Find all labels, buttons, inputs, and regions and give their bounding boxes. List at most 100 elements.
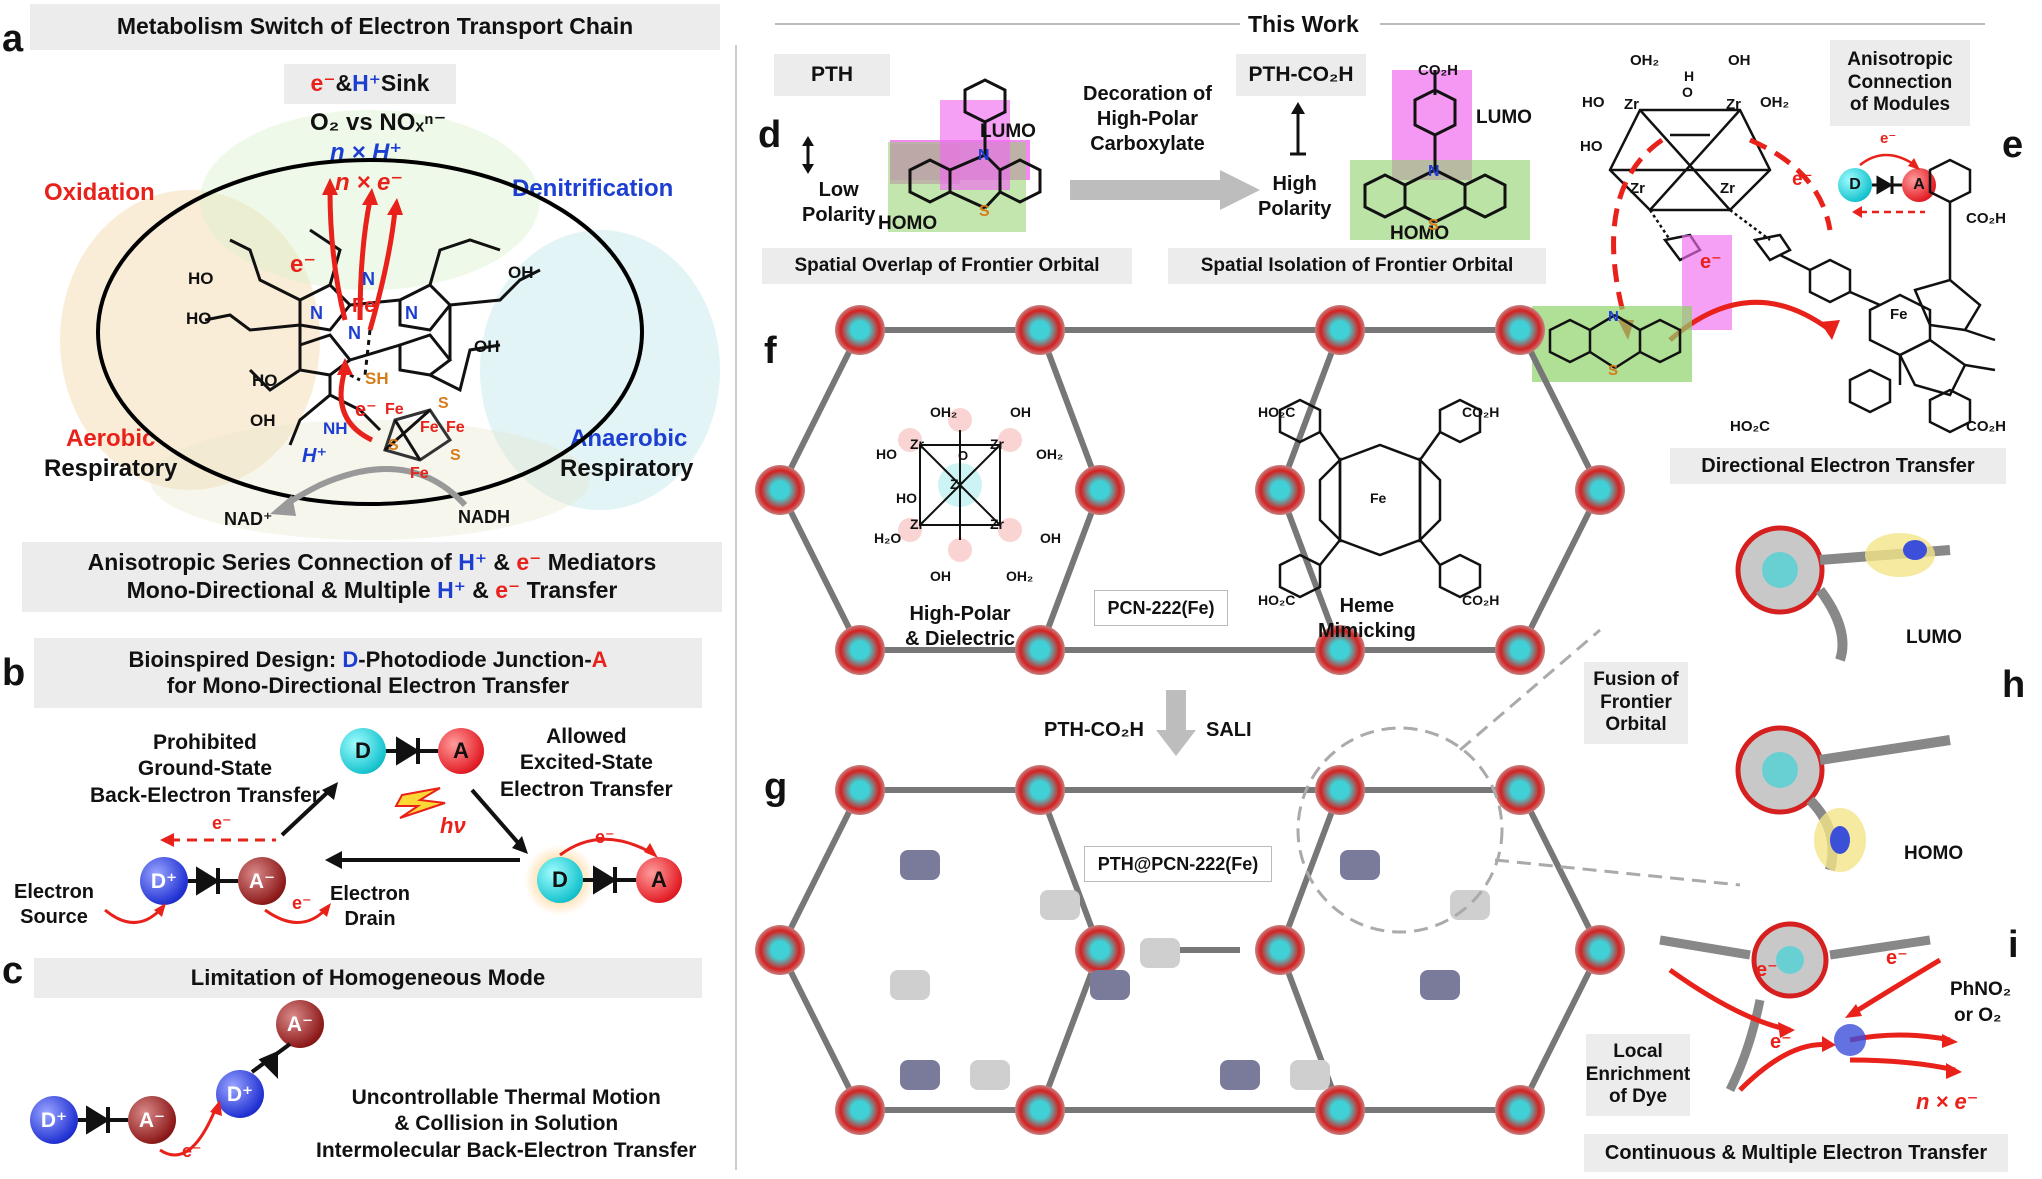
e-co2h-1: CO₂H xyxy=(1966,210,2006,227)
f-ho2c-1: HO₂C xyxy=(1258,404,1296,420)
cluster-s-1: S xyxy=(438,395,449,412)
high-polar-dielectric: High-Polar& Dielectric xyxy=(905,603,1016,650)
oh-3: OH xyxy=(250,411,276,430)
panel-label-g: g xyxy=(764,766,788,808)
b-right-donor: D xyxy=(537,857,583,903)
lightning-icon xyxy=(394,787,446,819)
oh-2: OH xyxy=(474,337,500,356)
c-donor-plus: D⁺ xyxy=(30,1096,78,1144)
f-ho-1: HO xyxy=(876,446,897,462)
e-oh2-1: OH₂ xyxy=(1630,52,1660,69)
aerobic-label: Aerobic xyxy=(66,425,156,452)
f-oh2-2: OH₂ xyxy=(1036,446,1064,462)
e-e-2: e⁻ xyxy=(1700,251,1722,273)
panel-b-arrows xyxy=(104,736,658,924)
b-back-e-label: e⁻ xyxy=(212,813,232,833)
d-n-1: N xyxy=(978,147,990,164)
b-source-e-label: e⁻ xyxy=(292,893,312,913)
directional-box: Directional Electron Transfer xyxy=(1670,448,2006,484)
cluster-s-2: S xyxy=(388,437,399,454)
panel-label-h: h xyxy=(2002,664,2026,706)
panel-label-b: b xyxy=(2,652,26,694)
e-ho2c: HO₂C xyxy=(1730,418,1770,435)
d-homo-1: HOMO xyxy=(878,213,938,234)
n-atom-2: N xyxy=(310,303,323,323)
sali-pth-co2h: PTH-CO₂H xyxy=(1044,719,1144,741)
sali-label: SALI xyxy=(1206,719,1252,741)
e-oh2-2: OH₂ xyxy=(1760,94,1790,111)
f-h2o: H₂O xyxy=(874,530,902,546)
e-zr-3: Zr xyxy=(1630,180,1645,197)
e-donor: D xyxy=(1838,168,1872,202)
zoom-indicator xyxy=(1296,628,1741,934)
anaerobic-label: Anaerobic xyxy=(570,425,688,452)
e-zr-4: Zr xyxy=(1720,180,1735,197)
d-lumo-1: LUMO xyxy=(980,121,1036,142)
i-phno2: PhNO₂ xyxy=(1950,979,2012,1000)
f-zr-1: Zr xyxy=(910,436,924,452)
f-ho2c-2: HO₂C xyxy=(1258,592,1296,608)
i-n-e: n × e⁻ xyxy=(1916,1089,1979,1114)
e-e-1: e⁻ xyxy=(1792,169,1813,190)
i-e-2: e⁻ xyxy=(1886,947,1908,969)
pth-box: PTH xyxy=(774,54,890,96)
h-homo: HOMO xyxy=(1904,843,1964,864)
n-e-minus: n × e⁻ xyxy=(335,169,404,196)
f-zr-5: Zr xyxy=(990,516,1004,532)
e-legend-e: e⁻ xyxy=(1880,130,1897,147)
panel-label-d: d xyxy=(758,114,782,156)
panel-c-lines xyxy=(78,1042,292,1157)
b-left-acceptor-minus: A⁻ xyxy=(238,857,286,905)
panel-b-title: Bioinspired Design: D-Photodiode Junctio… xyxy=(34,638,702,708)
panel-label-a: a xyxy=(2,18,24,60)
e-fe: Fe xyxy=(1890,306,1908,323)
oxidation-label: Oxidation xyxy=(44,179,155,206)
b-top-donor: D xyxy=(340,728,386,774)
i-electron-flow xyxy=(1659,921,1962,1093)
sink-box: e⁻ & H⁺ Sink xyxy=(284,64,456,104)
isolation-box: Spatial Isolation of Frontier Orbital xyxy=(1168,248,1546,284)
pth-pcn-box: PTH@PCN-222(Fe) xyxy=(1084,846,1272,882)
f-co2h-1: CO₂H xyxy=(1462,404,1500,420)
ho-2: HO xyxy=(186,309,212,328)
cluster-fe-4: Fe xyxy=(410,465,429,482)
d-co2h: CO₂H xyxy=(1418,62,1458,79)
nadh-label: NADH xyxy=(458,507,510,527)
e-legend-arrows xyxy=(1852,153,1925,218)
c-acceptor-rot: A⁻ xyxy=(276,1000,324,1048)
f-oh-3: OH xyxy=(930,568,951,584)
e-zr-1: Zr xyxy=(1624,96,1639,113)
e-o-1: O xyxy=(1682,84,1693,100)
overlap-box: Spatial Overlap of Frontier Orbital xyxy=(762,248,1132,284)
panel-a-bottom-box: Anisotropic Series Connection of H⁺ & e⁻… xyxy=(22,542,722,612)
heme-ellipse-diagram xyxy=(96,158,644,516)
nh-label: NH xyxy=(323,419,348,438)
continuous-box: Continuous & Multiple Electron Transfer xyxy=(1584,1134,2008,1172)
n-atom-1: N xyxy=(362,269,375,289)
cluster-fe-1: Fe xyxy=(385,401,404,418)
f-zr-cluster xyxy=(898,408,1022,562)
e-pth-rings xyxy=(1548,313,1682,370)
h-orbital-models xyxy=(1735,525,1951,872)
c-e-label: e⁻ xyxy=(182,1141,202,1161)
d-homo-2: HOMO xyxy=(1390,223,1450,244)
b-left-donor-plus: D⁺ xyxy=(140,857,188,905)
high-polarity-arrow xyxy=(1290,102,1306,156)
panel-c-text: Uncontrollable Thermal Motion& Collision… xyxy=(316,1086,697,1162)
aerobic-respiratory-label: Respiratory xyxy=(44,455,178,482)
cluster-fe-3: Fe xyxy=(446,419,465,436)
e-co2h-2: CO₂H xyxy=(1966,418,2006,435)
e-ho-2: HO xyxy=(1580,138,1603,155)
f-co2h-2: CO₂H xyxy=(1462,592,1500,608)
d-s-2: S xyxy=(1428,217,1439,234)
oh-1: OH xyxy=(508,263,534,282)
sali-arrow xyxy=(1156,690,1196,756)
f-oh2-1: OH₂ xyxy=(930,404,958,420)
fe-center-label: Fe xyxy=(352,295,376,317)
nad-label: NAD⁺ xyxy=(224,509,273,529)
panel-label-f: f xyxy=(764,330,777,372)
